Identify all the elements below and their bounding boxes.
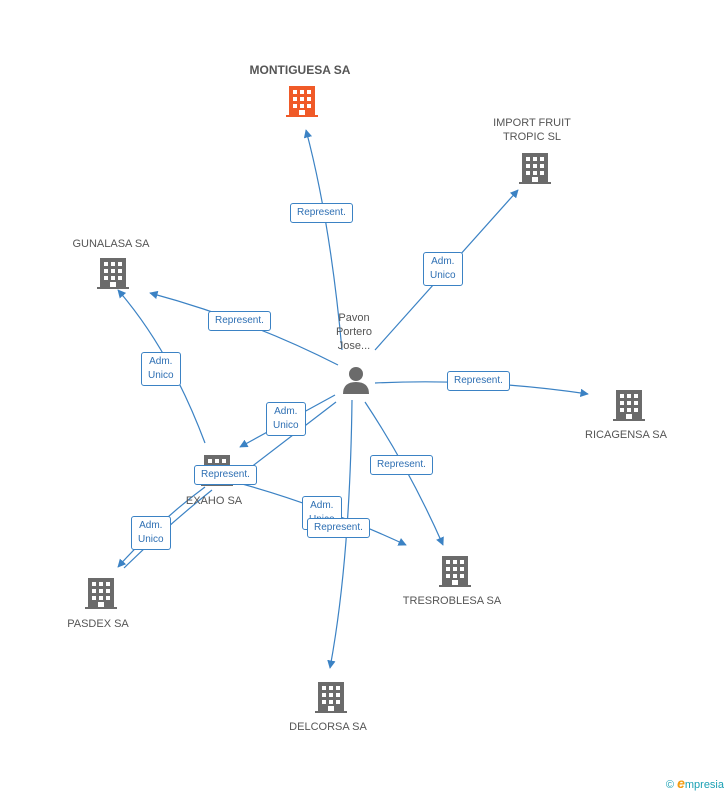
building-icon-import-fruit bbox=[519, 153, 551, 184]
node-label-import-fruit[interactable]: IMPORT FRUIT TROPIC SL bbox=[493, 116, 571, 144]
building-icon-pasdex bbox=[85, 578, 117, 609]
edge-label-line2: Unico bbox=[148, 370, 174, 381]
person-label-line1: Pavon bbox=[338, 312, 370, 324]
building-icon-tresroblesa bbox=[439, 556, 471, 587]
node-label-delcorsa[interactable]: DELCORSA SA bbox=[289, 721, 367, 733]
brand-initial: e bbox=[677, 775, 685, 791]
node-label-montiguesa[interactable]: MONTIGUESA SA bbox=[249, 63, 351, 77]
edge-label-line1: Adm. bbox=[149, 356, 173, 367]
edge-label-line1: Adm. bbox=[310, 500, 334, 511]
node-label-pasdex[interactable]: PASDEX SA bbox=[67, 618, 129, 630]
edge-person-montiguesa bbox=[303, 129, 343, 351]
person-label-line2: Portero bbox=[335, 326, 373, 338]
node-label-ricagensa[interactable]: RICAGENSA SA bbox=[585, 429, 667, 441]
node-label-exaho[interactable]: EXAHO SA bbox=[185, 495, 243, 507]
edge-label-line1: Adm. bbox=[431, 256, 455, 267]
edge-label-gunalasa-person[interactable]: Represent. bbox=[208, 311, 271, 331]
edge-label-exaho-represent[interactable]: Represent. bbox=[194, 465, 257, 485]
edge-label-line2: Unico bbox=[430, 270, 456, 281]
edge-person-delcorsa bbox=[327, 399, 353, 669]
node-label-import-fruit-line1: IMPORT FRUIT bbox=[493, 117, 571, 129]
footer-brand: © empresia bbox=[666, 775, 724, 791]
node-label-import-fruit-line2: TROPIC SL bbox=[502, 131, 562, 143]
edge-label-delcorsa[interactable]: Represent. bbox=[307, 518, 370, 538]
edge-label-line1: Adm. bbox=[139, 520, 163, 531]
edge-label-line1: Adm. bbox=[274, 406, 298, 417]
person-icon bbox=[343, 367, 369, 394]
building-icon-delcorsa bbox=[315, 682, 347, 713]
edge-label-line2: Unico bbox=[138, 534, 164, 545]
edge-label-line2: Unico bbox=[273, 420, 299, 431]
edge-label-gunalasa-exaho[interactable]: Adm. Unico bbox=[141, 352, 181, 386]
copyright-symbol: © bbox=[665, 779, 675, 791]
building-icon-ricagensa bbox=[613, 390, 645, 421]
building-icon-montiguesa bbox=[286, 86, 318, 117]
node-label-gunalasa[interactable]: GUNALASA SA bbox=[72, 238, 150, 250]
edge-label-ricagensa[interactable]: Represent. bbox=[447, 371, 510, 391]
edge-label-pasdex[interactable]: Adm. Unico bbox=[131, 516, 171, 550]
edge-label-import-fruit[interactable]: Adm. Unico bbox=[423, 252, 463, 286]
person-label-line3: Jose... bbox=[337, 340, 371, 352]
brand-name: mpresia bbox=[684, 779, 724, 791]
edge-label-exaho-person[interactable]: Adm. Unico bbox=[266, 402, 306, 436]
edge-label-tresroblesa-person[interactable]: Represent. bbox=[370, 455, 433, 475]
node-label-person[interactable]: Pavon Portero Jose... bbox=[324, 311, 384, 353]
edge-label-montiguesa[interactable]: Represent. bbox=[290, 203, 353, 223]
building-icon-gunalasa bbox=[97, 258, 129, 289]
node-label-tresroblesa[interactable]: TRESROBLESA SA bbox=[402, 595, 502, 607]
